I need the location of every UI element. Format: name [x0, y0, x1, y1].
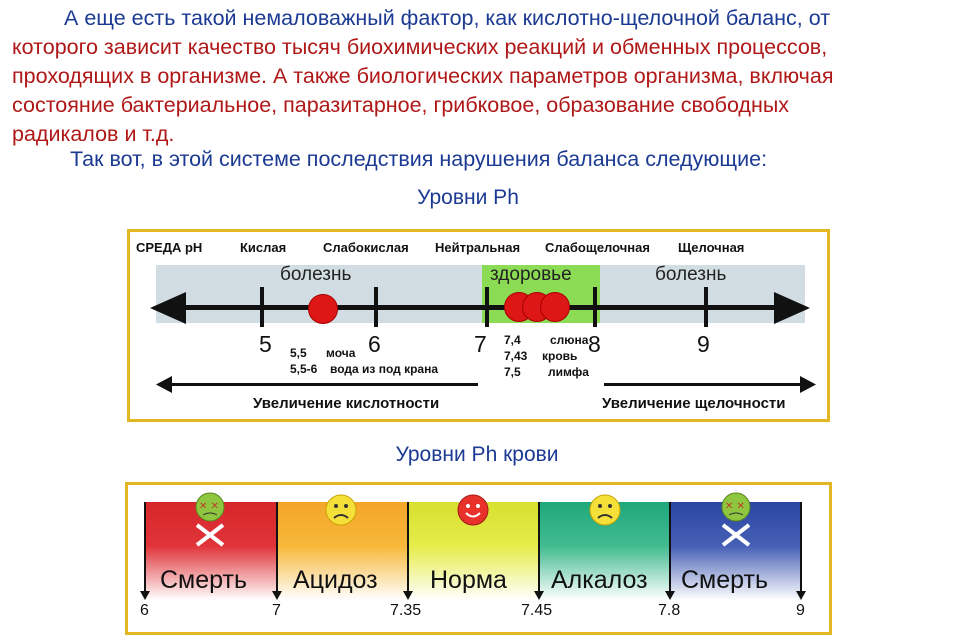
boundary-line-7-45	[538, 502, 540, 592]
segment-label-death-2: Смерть	[681, 566, 768, 594]
lymph-marker	[540, 292, 570, 322]
boundary-line-7-8	[669, 502, 671, 592]
intro-line-3: проходящих в организме. А также биологич…	[12, 64, 834, 88]
boundary-label-7-35: 7.35	[390, 602, 422, 619]
intro-paragraph: А еще есть такой немаловажный фактор, ка…	[12, 4, 948, 149]
disease-zone-right	[600, 265, 805, 323]
tick-label-8: 8	[588, 331, 601, 357]
arrow-down-icon	[403, 591, 413, 600]
tick-label-6: 6	[368, 331, 381, 357]
arrow-down-icon	[534, 591, 544, 600]
intro-line-4: состояние бактериальное, паразитарное, г…	[12, 93, 790, 117]
boundary-label-6: 6	[140, 602, 149, 619]
zone-label-disease-left: болезнь	[280, 264, 352, 285]
lymph-value: 7,5	[504, 365, 521, 379]
intro-line-2: которого зависит качество тысяч биохимич…	[12, 35, 828, 59]
header-acidic: Кислая	[240, 240, 287, 255]
ph-axis-line	[180, 305, 787, 310]
tick-label-9: 9	[697, 331, 710, 357]
boundary-line-7-35	[407, 502, 409, 592]
skull-crossbones-icon: ✕ ✕	[195, 492, 225, 547]
arrow-down-icon	[796, 591, 806, 600]
smiley-face-icon	[457, 494, 489, 526]
boundary-line-6	[144, 502, 146, 592]
saliva-label: слюна	[550, 333, 589, 347]
tick-5	[260, 287, 264, 327]
segment-label-death-1: Смерть	[160, 566, 247, 594]
segment-label-norm: Норма	[430, 566, 507, 594]
tick-label-5: 5	[259, 331, 272, 357]
segment-label-acidosis: Ацидоз	[293, 566, 378, 594]
blood-label: кровь	[542, 349, 578, 363]
header-weak-acidic: Слабокислая	[323, 240, 409, 255]
blood-ph-levels-title: Уровни Ph крови	[395, 443, 559, 466]
arrow-down-icon	[140, 591, 150, 600]
acidity-arrow-line	[168, 383, 478, 386]
sad-face-icon	[589, 494, 621, 526]
tick-9	[704, 287, 708, 327]
header-weak-alkaline: Слабощелочная	[545, 240, 650, 255]
lymph-label: лимфа	[548, 365, 589, 379]
boundary-label-7: 7	[272, 602, 281, 619]
blood-value: 7,43	[504, 349, 528, 363]
tick-7	[485, 287, 489, 327]
boundary-label-7-45: 7.45	[521, 602, 553, 619]
intro-line-1: А еще есть такой немаловажный фактор, ка…	[64, 6, 831, 30]
saliva-value: 7,4	[504, 333, 521, 347]
alkalinity-arrow-line	[604, 383, 804, 386]
header-neutral: Нейтральная	[435, 240, 521, 255]
tick-label-7: 7	[474, 331, 487, 357]
arrow-right-icon	[774, 292, 810, 324]
alkalinity-arrow-icon	[800, 376, 816, 393]
arrow-down-icon	[665, 591, 675, 600]
arrow-left-icon	[150, 292, 186, 324]
boundary-line-7	[276, 502, 278, 592]
urine-value: 5,5	[290, 346, 307, 360]
acidity-arrow-icon	[156, 376, 172, 393]
acidity-increase-label: Увеличение кислотности	[253, 395, 440, 412]
intro-line-5: радикалов и т.д.	[12, 122, 175, 146]
segment-label-alkalosis: Алкалоз	[551, 566, 648, 594]
header-alkaline: Щелочная	[678, 240, 745, 255]
svg-text:✕ ✕: ✕ ✕	[725, 501, 745, 512]
urine-marker	[308, 294, 338, 324]
ph-scale-panel: СРЕДА pH Кислая Слабокислая Нейтральная …	[127, 229, 830, 422]
arrow-down-icon	[272, 591, 282, 600]
boundary-label-9: 9	[796, 602, 805, 619]
svg-text:✕ ✕: ✕ ✕	[199, 501, 219, 512]
blood-ph-panel: ✕ ✕ ✕ ✕ Смерть Ацидоз Норма Алкалоз Смер…	[125, 482, 832, 635]
water-value: 5,5-6	[290, 362, 318, 376]
zone-label-disease-right: болезнь	[655, 264, 727, 285]
boundary-label-7-8: 7.8	[658, 602, 681, 619]
tick-6	[374, 287, 378, 327]
alkalinity-increase-label: Увеличение щелочности	[602, 395, 786, 412]
sad-face-icon	[325, 494, 357, 526]
urine-label: моча	[326, 346, 356, 360]
boundary-line-9	[800, 502, 802, 592]
water-label: вода из под крана	[330, 362, 438, 376]
skull-crossbones-icon: ✕ ✕	[721, 492, 751, 547]
header-medium-ph: СРЕДА pH	[136, 240, 203, 255]
ph-levels-title: Уровни Ph	[417, 186, 519, 209]
zone-label-health: здоровье	[490, 264, 572, 285]
lead-sentence: Так вот, в этой системе последствия нару…	[70, 147, 768, 171]
tick-8	[593, 287, 597, 327]
